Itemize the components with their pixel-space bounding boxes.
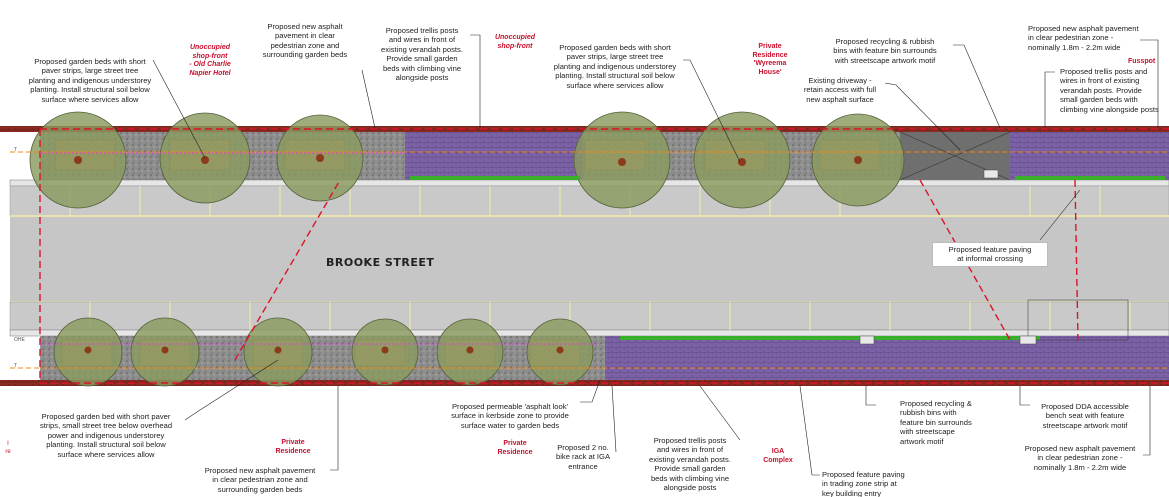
label-asphalt-nominal-top: Proposed new asphalt pavement in clear p… [1028, 24, 1139, 52]
label-garden-beds-top-mid: Proposed garden beds with short paver st… [553, 43, 677, 90]
label-garden-beds-top-left: Proposed garden beds with short paver st… [28, 57, 152, 104]
label-asphalt-nominal-bottom: Proposed new asphalt pavement in clear p… [1024, 444, 1136, 472]
label-recycling-bins-top: Proposed recycling & rubbish bins with f… [833, 37, 937, 65]
label-left-edge-fragment: I re [5, 441, 11, 455]
top-purple-paving-2 [1010, 132, 1169, 180]
top-tree-trunks [74, 154, 862, 166]
label-existing-driveway: Existing driveway - retain access with f… [803, 76, 877, 104]
label-trellis-posts-bottom: Proposed trellis posts and wires in fron… [649, 436, 731, 493]
line-marker-t-top: T [14, 147, 18, 153]
leader-lines [152, 34, 1159, 476]
rubbish-bins [859, 169, 1037, 345]
label-bike-rack: Proposed 2 no. bike rack at IGA entrance [555, 443, 611, 471]
label-feature-paving-trading: Proposed feature paving in trading zone … [822, 470, 905, 497]
label-wyreema-house: Private Residence 'Wyreema House' [752, 43, 788, 76]
label-asphalt-garden-bottom: Proposed new asphalt pavement in clear p… [204, 466, 316, 494]
label-fusspot: Fusspot [1128, 58, 1156, 65]
label-dda-bench-seat: Proposed DDA accessible bench seat with … [1041, 402, 1129, 430]
label-private-residence-mid: Private Residence [497, 440, 533, 456]
label-recycling-bins-bottom: Proposed recycling & rubbish bins with f… [900, 399, 972, 446]
street-name: BROOKE STREET [326, 256, 435, 269]
label-garden-bed-overhead-power: Proposed garden bed with short paver str… [39, 412, 173, 459]
line-marker-ohe: OHE [14, 337, 25, 343]
top-purple-paving-1 [405, 132, 583, 180]
bottom-tree-trunks [84, 346, 564, 354]
label-private-residence-left: Private Residence [275, 439, 311, 455]
label-unoccupied-shopfront: Unoccupied shop-front [494, 34, 536, 50]
label-feature-paving-crossing: Proposed feature paving at informal cros… [932, 242, 1048, 267]
label-iga-complex: IGA Complex [763, 448, 793, 464]
green-trellis-strips [410, 176, 1165, 340]
label-asphalt-clear-zone: Proposed new asphalt pavement in clear p… [262, 22, 348, 60]
bottom-purple-paving [605, 336, 1169, 380]
label-trellis-posts-top-right: Proposed trellis posts and wires in fron… [1060, 67, 1159, 114]
bottom-street-trees [53, 317, 594, 387]
label-permeable-asphalt: Proposed permeable 'asphalt look' surfac… [451, 402, 569, 430]
label-trellis-posts-top: Proposed trellis posts and wires in fron… [381, 26, 463, 83]
magenta-service-lines [40, 152, 600, 345]
crossing-paving-zone [1027, 299, 1129, 341]
red-boundary-lines [39, 128, 1169, 384]
orange-service-lines [10, 151, 1169, 369]
label-unoccupied-old-charlie: Unoccupied shop-front - Old Charlie Napi… [189, 44, 231, 77]
line-marker-t-bottom: T [14, 363, 18, 369]
